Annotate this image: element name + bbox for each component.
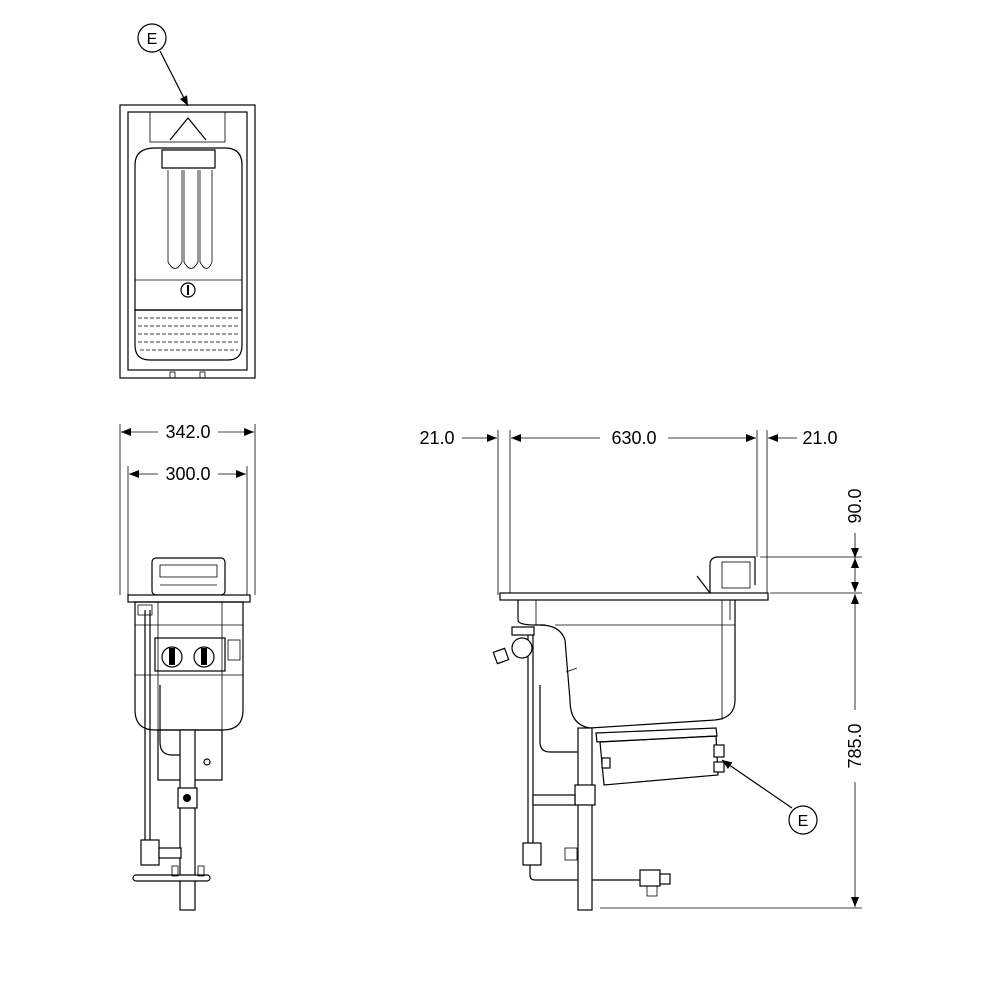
- front-dimensions: 342.0 300.0: [119, 422, 256, 595]
- dim-785: 785.0: [845, 723, 865, 768]
- callout-e-top: E: [147, 31, 158, 48]
- control-box: [595, 727, 725, 786]
- control-panel: [154, 637, 226, 672]
- callout-top: E: [137, 23, 189, 107]
- callout-e-side: E: [798, 813, 809, 830]
- dim-21-left: 21.0: [419, 428, 454, 448]
- dim-342: 342.0: [165, 422, 210, 442]
- dim-300: 300.0: [165, 464, 210, 484]
- grill: [138, 317, 240, 351]
- dim-21-right: 21.0: [802, 428, 837, 448]
- drain-icon: [180, 282, 196, 298]
- top-view: [119, 104, 256, 379]
- callout-side: E: [721, 759, 818, 835]
- dim-90: 90.0: [845, 488, 865, 523]
- side-view: [492, 556, 769, 911]
- side-dimensions: 21.0 630.0 21.0 90.0 785.0: [419, 428, 865, 909]
- basket: [161, 117, 216, 269]
- front-view: [127, 557, 251, 911]
- dim-630: 630.0: [611, 428, 656, 448]
